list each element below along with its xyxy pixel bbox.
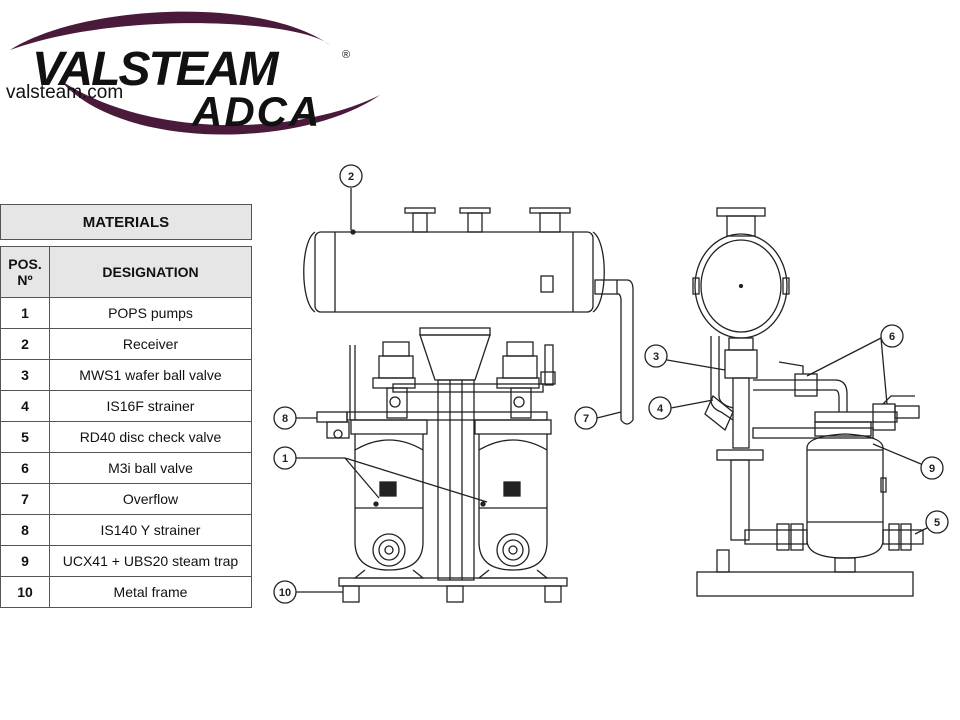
callout-9-circle — [920, 456, 944, 480]
pump-inlet-valves — [372, 341, 540, 419]
technical-drawing: 2 8 1 10 7 3 4 6 9 — [273, 164, 949, 604]
callout-7: 7 — [583, 413, 589, 425]
row-pos: 7 — [0, 483, 50, 515]
check-valves-side — [744, 523, 924, 573]
header-pos: POS. Nº — [0, 246, 50, 298]
pump-right — [474, 419, 552, 571]
callout-1: 1 — [282, 453, 288, 465]
row-designation: Metal frame — [49, 576, 252, 608]
row-designation: MWS1 wafer ball valve — [49, 359, 252, 391]
row-designation: M3i ball valve — [49, 452, 252, 484]
callout-4: 4 — [657, 403, 664, 415]
callout-5: 5 — [934, 517, 940, 529]
row-pos: 3 — [0, 359, 50, 391]
callout-8-circle — [273, 406, 297, 430]
row-designation: UCX41 + UBS20 steam trap — [49, 545, 252, 577]
callout-10-circle — [273, 580, 297, 604]
row-pos: 4 — [0, 390, 50, 422]
callout-9: 9 — [929, 463, 935, 475]
row-designation: IS140 Y strainer — [49, 514, 252, 546]
receiver-vessel — [303, 229, 605, 313]
overflow-pipe — [594, 279, 634, 425]
pump-left — [350, 419, 428, 571]
callout-6: 6 — [889, 331, 895, 343]
strainer-side — [704, 394, 734, 432]
pump-side — [806, 421, 887, 559]
row-pos: 10 — [0, 576, 50, 608]
callout-6-circle — [880, 324, 904, 348]
ball-valve-branch — [753, 361, 920, 431]
logo-brand-top: VALSTEAM — [32, 43, 279, 96]
row-designation: IS16F strainer — [49, 390, 252, 422]
row-designation: Receiver — [49, 328, 252, 360]
row-pos: 8 — [0, 514, 50, 546]
row-designation: POPS pumps — [49, 297, 252, 329]
row-designation: Overflow — [49, 483, 252, 515]
row-pos: 6 — [0, 452, 50, 484]
center-column — [419, 327, 491, 581]
callout-3: 3 — [653, 351, 659, 363]
top-nozzles — [404, 207, 571, 233]
front-view — [303, 207, 634, 603]
callouts: 2 8 1 10 7 3 4 6 9 — [273, 164, 949, 604]
logo-url: valsteam.com — [6, 82, 123, 103]
materials-header-row: POS. Nº DESIGNATION — [0, 246, 252, 298]
callout-4-circle — [648, 396, 672, 420]
metal-frame-side — [696, 549, 914, 597]
side-view — [692, 207, 924, 597]
callout-1-circle — [273, 446, 297, 470]
logo-brand-bottom: ADCA — [191, 88, 321, 135]
callout-7-circle — [574, 406, 598, 430]
row-pos: 9 — [0, 545, 50, 577]
logo-swoosh-lower — [60, 80, 380, 135]
logo-registered-mark: ® — [342, 49, 350, 61]
callout-10: 10 — [279, 587, 291, 599]
callout-3-circle — [644, 344, 668, 368]
row-pos: 2 — [0, 328, 50, 360]
callout-8: 8 — [282, 413, 288, 425]
callout-2-circle — [339, 164, 363, 188]
receiver-end — [692, 207, 790, 339]
callout-5-circle — [925, 510, 949, 534]
metal-frame-front — [338, 569, 568, 603]
y-strainer-front — [316, 411, 350, 439]
side-header — [752, 427, 874, 439]
logo-swoosh — [10, 11, 330, 50]
materials-title: MATERIALS — [0, 204, 252, 240]
valsteam-adca-logo: VALSTEAM ® valsteam.com ADCA — [6, 11, 380, 135]
row-pos: 1 — [0, 297, 50, 329]
row-designation: RD40 disc check valve — [49, 421, 252, 453]
row-pos: 5 — [0, 421, 50, 453]
header-designation: DESIGNATION — [49, 246, 252, 298]
callout-2: 2 — [348, 171, 354, 183]
